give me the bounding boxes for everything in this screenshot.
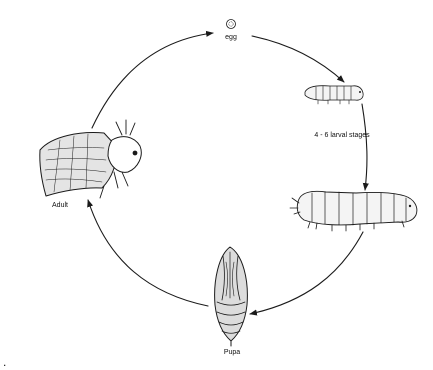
egg-icon <box>227 20 236 29</box>
arrow-larva-to-larva <box>362 104 367 190</box>
adult-label: Adult <box>52 202 68 209</box>
arrow-larva-to-pupa <box>250 232 363 314</box>
page-mark: . <box>3 355 6 369</box>
pupa-label: Pupa <box>224 349 240 356</box>
arrow-egg-to-larva <box>252 36 344 82</box>
pupa-illustration <box>215 247 248 346</box>
arrow-pupa-to-adult <box>88 200 208 306</box>
egg-illustration <box>227 20 236 29</box>
adult-wing <box>40 133 117 196</box>
arrow-adult-to-egg <box>92 33 213 128</box>
egg-label: egg <box>225 34 237 41</box>
adult-illustration <box>40 120 141 198</box>
small-larva-illustration <box>305 86 363 104</box>
larval-stages-label: 4 - 6 larval stages <box>314 132 370 139</box>
large-larva-illustration <box>290 191 417 231</box>
